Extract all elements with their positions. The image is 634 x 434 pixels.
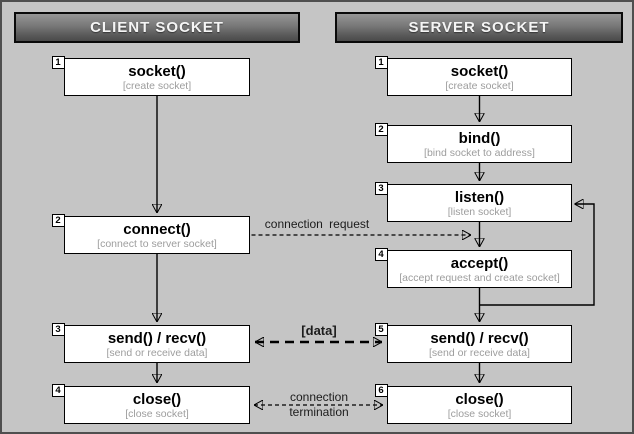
node-server-socket: 1 socket() [create socket]: [374, 56, 572, 96]
step-number-badge: 2: [51, 214, 65, 227]
node-subtitle: [close socket]: [447, 407, 512, 420]
node-server-listen: 3 listen() [listen socket]: [374, 182, 572, 222]
node-title: socket(): [450, 62, 509, 80]
server-socket-header: SERVER SOCKET: [335, 12, 623, 43]
node-client-sendrecv: 3 send() / recv() [send or receive data]: [51, 323, 250, 363]
node-subtitle: [create socket]: [122, 79, 192, 92]
node-server-bind: 2 bind() [bind socket to address]: [374, 123, 572, 163]
node-title: close(): [132, 390, 182, 408]
step-number-badge: 4: [374, 248, 388, 261]
termination-label-line1: connection: [289, 390, 349, 404]
termination-label-line2: termination: [289, 405, 349, 419]
node-server-close: 6 close() [close socket]: [374, 384, 572, 424]
step-number-badge: 3: [374, 182, 388, 195]
node-subtitle: [accept request and create socket]: [399, 271, 560, 284]
client-socket-header: CLIENT SOCKET: [14, 12, 300, 43]
node-server-sendrecv: 5 send() / recv() [send or receive data]: [374, 323, 572, 363]
node-title: listen(): [454, 188, 505, 206]
step-number-badge: 5: [374, 323, 388, 336]
step-number-badge: 4: [51, 384, 65, 397]
node-title: connect(): [123, 220, 191, 238]
node-title: socket(): [128, 62, 186, 80]
node-title: close(): [455, 390, 504, 408]
node-title: send() / recv(): [430, 329, 529, 347]
node-server-accept: 4 accept() [accept request and create so…: [374, 248, 572, 288]
client-header-label: CLIENT SOCKET: [90, 19, 224, 36]
step-number-badge: 2: [374, 123, 388, 136]
node-client-socket: 1 socket() [create socket]: [51, 56, 250, 96]
node-subtitle: [create socket]: [445, 79, 514, 92]
node-subtitle: [listen socket]: [447, 205, 512, 218]
step-number-badge: 1: [51, 56, 65, 69]
node-subtitle: [send or receive data]: [106, 346, 208, 359]
data-label: [data]: [301, 323, 337, 338]
node-title: accept(): [450, 254, 509, 272]
node-client-close: 4 close() [close socket]: [51, 384, 250, 424]
step-number-badge: 3: [51, 323, 65, 336]
node-title: send() / recv(): [107, 329, 207, 347]
node-title: bind(): [458, 129, 501, 147]
server-header-label: SERVER SOCKET: [408, 19, 550, 36]
connection-termination-label: connection termination: [255, 390, 383, 420]
node-subtitle: [bind socket to address]: [424, 146, 535, 159]
node-client-connect: 2 connect() [connect to server socket]: [51, 214, 250, 254]
step-number-badge: 6: [374, 384, 388, 397]
node-subtitle: [send or receive data]: [429, 346, 530, 359]
connection-request-label: connection request: [264, 217, 370, 231]
node-subtitle: [connect to server socket]: [97, 237, 217, 250]
step-number-badge: 1: [374, 56, 388, 69]
node-subtitle: [close socket]: [125, 407, 189, 420]
